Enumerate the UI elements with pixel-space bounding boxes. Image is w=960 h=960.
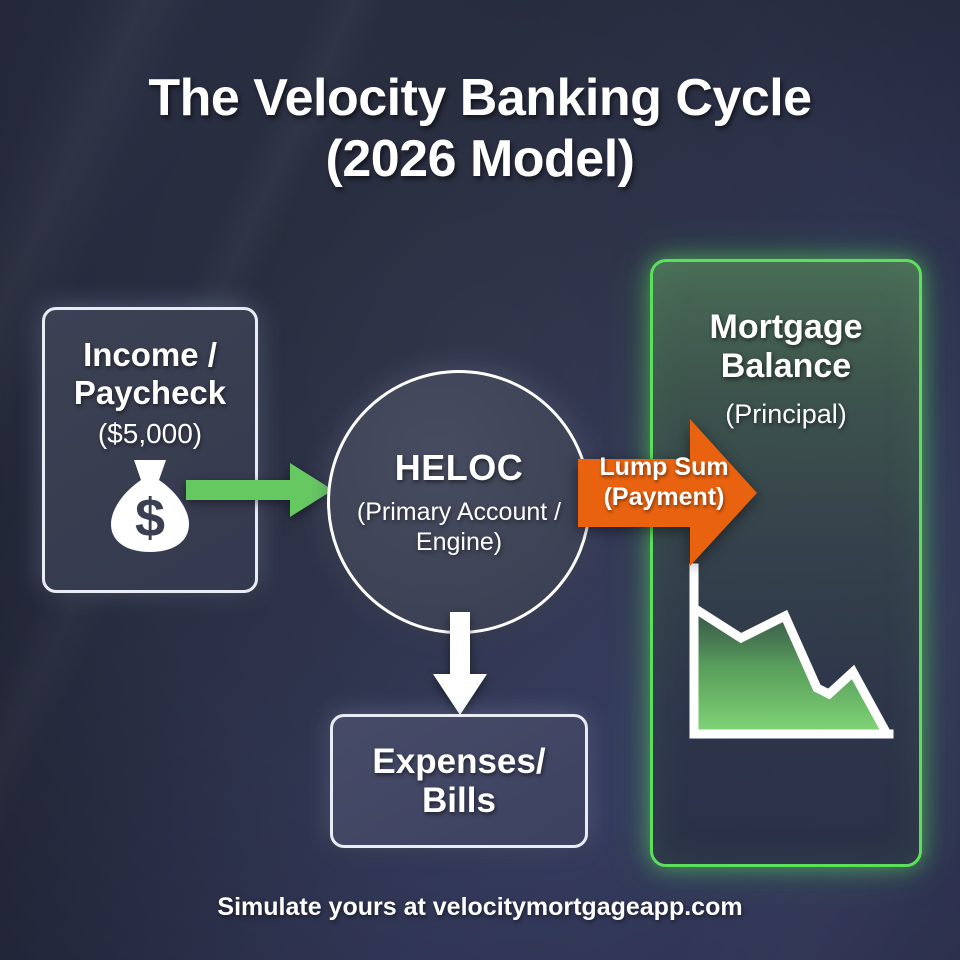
page-title: The Velocity Banking Cycle (2026 Model): [0, 68, 960, 191]
footer-cta: Simulate yours at velocitymortgageapp.co…: [0, 893, 960, 922]
page-title-line-1: The Velocity Banking Cycle: [148, 69, 812, 127]
mortgage-sublabel: (Principal): [725, 399, 847, 429]
expenses-card: Expenses/ Bills: [330, 714, 588, 848]
income-card: Income / Paycheck ($5,000) $: [42, 307, 258, 593]
mortgage-balance-panel: Mortgage Balance (Principal): [650, 259, 922, 867]
heloc-sublabel: (Primary Account / Engine): [356, 497, 562, 557]
income-amount: ($5,000): [97, 417, 203, 449]
mortgage-label: Mortgage Balance: [709, 308, 863, 386]
expenses-label: Expenses/ Bills: [372, 741, 546, 820]
svg-text:$: $: [135, 488, 165, 548]
heloc-node: HELOC (Primary Account / Engine): [327, 370, 591, 634]
page-title-line-2: (2026 Model): [325, 130, 635, 189]
declining-balance-chart: [689, 563, 894, 739]
heloc-label: HELOC: [394, 446, 524, 488]
income-to-heloc-arrow: [186, 463, 333, 517]
income-label: Income / Paycheck: [73, 336, 227, 411]
footer-lead-text: Simulate yours at: [217, 893, 433, 921]
heloc-to-expenses-arrow: [433, 612, 487, 715]
footer-domain-link[interactable]: velocitymortgageapp.com: [432, 893, 743, 921]
money-bag-icon: $: [111, 459, 189, 552]
lump-sum-arrow: [578, 419, 757, 566]
